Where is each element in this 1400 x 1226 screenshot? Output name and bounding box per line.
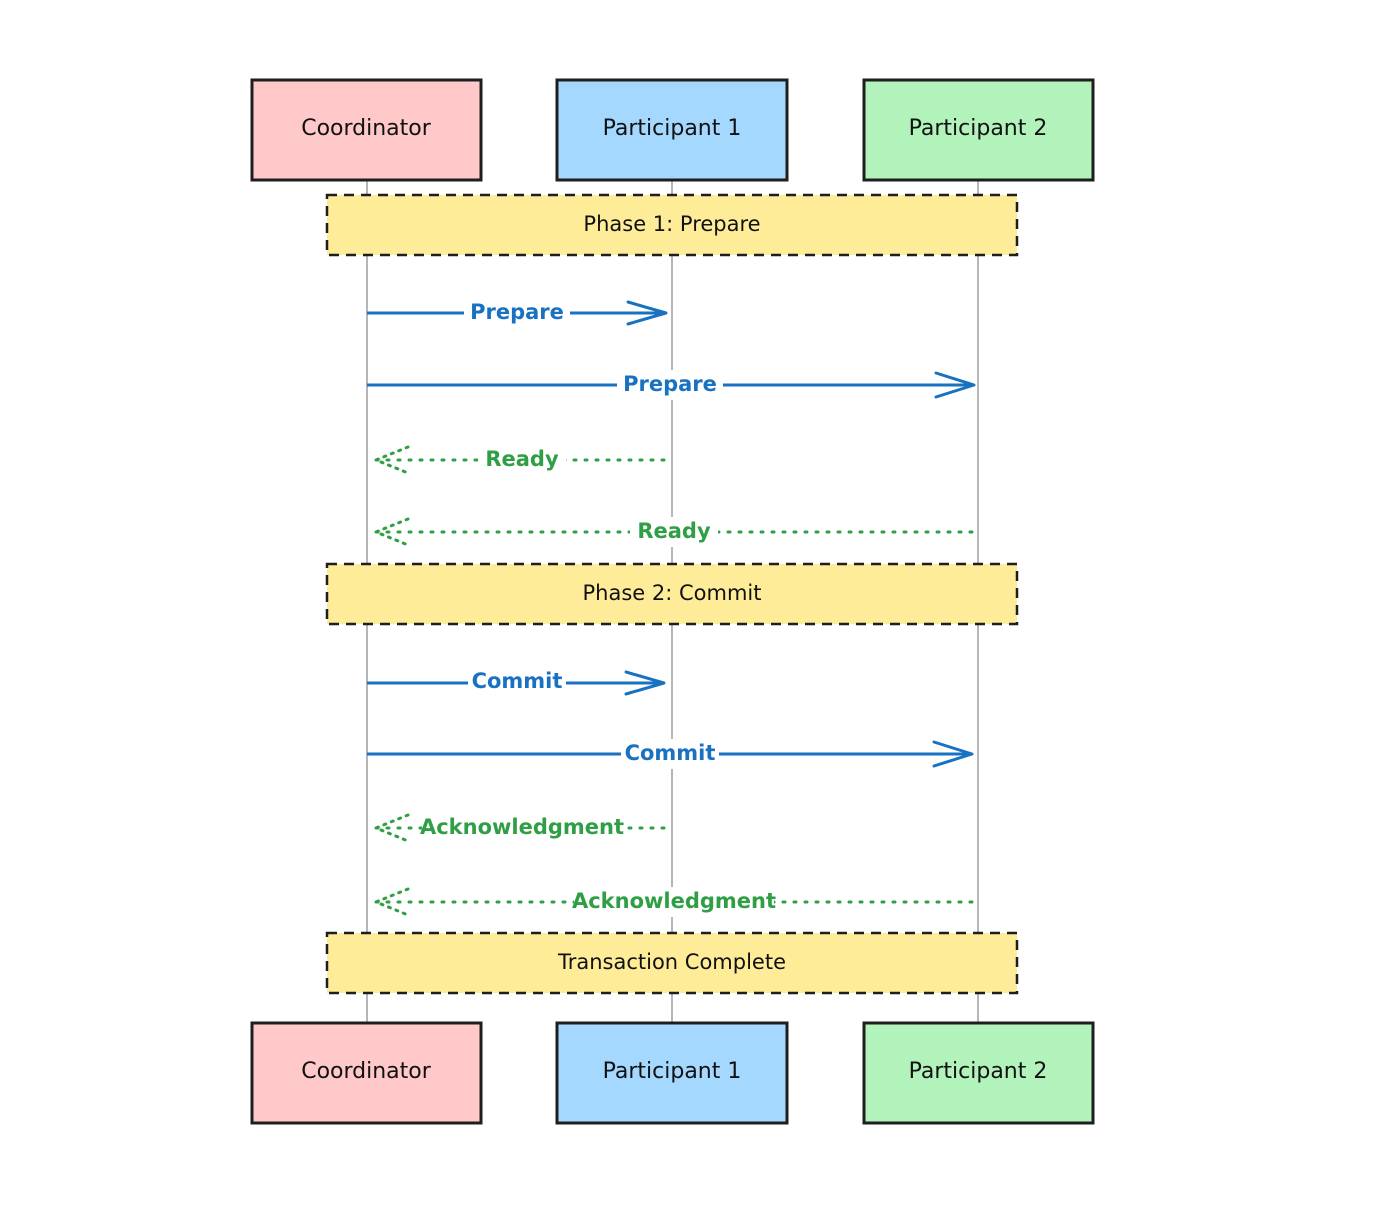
message-label: Commit	[625, 741, 716, 765]
actor-box	[862, 78, 1095, 182]
note-label: Phase 2: Commit	[583, 581, 762, 605]
actor-label: Coordinator	[301, 116, 432, 141]
actor-participant1-top: Participant 1	[555, 78, 789, 182]
label-background	[478, 445, 566, 475]
actor-box	[555, 78, 789, 182]
message-label: Prepare	[623, 372, 717, 396]
message-label: Acknowledgment	[572, 889, 776, 913]
message-ack-p2: Acknowledgment	[372, 887, 980, 917]
arrowhead	[934, 371, 976, 399]
arrowhead	[626, 300, 668, 326]
arrowhead	[372, 517, 410, 547]
actor-label: Coordinator	[301, 1059, 432, 1084]
note-phase2: Phase 2: Commit	[325, 562, 1019, 626]
message-commit-p2: Commit	[367, 739, 974, 769]
actor-label: Participant 2	[909, 116, 1048, 141]
label-background	[422, 813, 622, 843]
message-label: Acknowledgment	[420, 815, 624, 839]
note-box	[325, 562, 1019, 626]
label-background	[630, 517, 718, 547]
note-transaction-complete: Transaction Complete	[325, 931, 1019, 995]
message-label: Commit	[472, 669, 563, 693]
actor-coordinator-top: Coordinator	[250, 78, 483, 182]
label-background	[617, 370, 723, 400]
actor-box	[862, 1021, 1095, 1125]
note-label: Transaction Complete	[557, 950, 786, 974]
note-phase1: Phase 1: Prepare	[325, 193, 1019, 257]
actor-participant2-bottom: Participant 2	[862, 1021, 1095, 1125]
arrowhead	[624, 670, 666, 696]
message-label: Prepare	[470, 300, 564, 324]
label-background	[621, 739, 719, 769]
actor-participant1-bottom: Participant 1	[555, 1021, 789, 1125]
message-label: Ready	[637, 519, 711, 543]
message-ready-p2: Ready	[372, 517, 980, 547]
message-commit-p1: Commit	[367, 668, 666, 698]
message-label: Ready	[485, 447, 559, 471]
message-prepare-p2: Prepare	[367, 370, 976, 400]
actor-label: Participant 1	[603, 116, 742, 141]
label-background	[468, 668, 566, 698]
actor-box	[250, 78, 483, 182]
actor-box	[555, 1021, 789, 1125]
arrowhead	[372, 813, 410, 843]
message-ack-p1: Acknowledgment	[372, 813, 674, 843]
actor-label: Participant 2	[909, 1059, 1048, 1084]
note-box	[325, 193, 1019, 257]
label-background	[464, 298, 570, 328]
arrowhead	[372, 887, 410, 917]
actor-participant2-top: Participant 2	[862, 78, 1095, 182]
message-prepare-p1: Prepare	[367, 298, 668, 328]
arrowhead	[932, 740, 974, 768]
message-ready-p1: Ready	[372, 445, 674, 475]
actor-coordinator-bottom: Coordinator	[250, 1021, 483, 1125]
actor-label: Participant 1	[603, 1059, 742, 1084]
note-label: Phase 1: Prepare	[583, 212, 760, 236]
actor-box	[250, 1021, 483, 1125]
note-box	[325, 931, 1019, 995]
arrowhead	[372, 445, 410, 475]
label-background	[574, 887, 774, 917]
